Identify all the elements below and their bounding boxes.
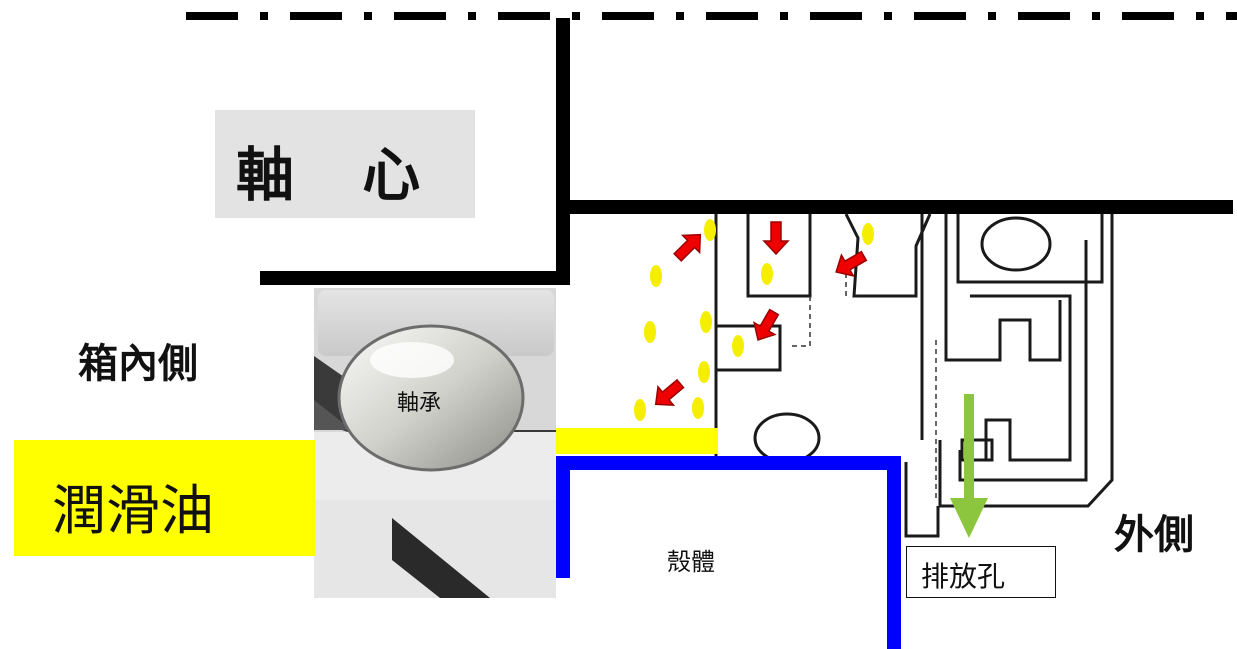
- shaft-label-box: [215, 110, 475, 218]
- oil-drop-icon: [644, 321, 656, 343]
- flow-arrows: [654, 221, 868, 406]
- labyrinth-seal: [714, 213, 1114, 538]
- oil-drop-icon: [761, 263, 773, 285]
- oil-drop-icon: [634, 399, 646, 421]
- seal-o-rings: [753, 216, 1052, 464]
- bearing-photo: [314, 288, 556, 598]
- oil-drop-icon: [732, 335, 744, 357]
- red-arrow-icon: [673, 233, 702, 262]
- drain-hole-label-box: [906, 546, 1056, 598]
- oil-drop-icon: [650, 265, 662, 287]
- green-down-arrow-icon: [950, 394, 988, 538]
- red-arrow-icon: [762, 221, 790, 256]
- drain-hole-label: 排放孔: [921, 560, 1006, 593]
- red-arrow-icon: [835, 250, 868, 278]
- oil-drops: [634, 219, 874, 421]
- housing-label: 殼體: [667, 548, 715, 576]
- oil-drop-icon: [700, 311, 712, 333]
- oil-drop-icon: [862, 223, 874, 245]
- oil-drop-icon: [704, 219, 716, 241]
- lubricant-film: [556, 428, 718, 454]
- inner-side-label: 箱內側: [78, 341, 198, 387]
- red-arrow-icon: [654, 378, 685, 406]
- oil-drop-icon: [698, 361, 710, 383]
- red-arrow-icon: [752, 308, 780, 341]
- outer-side-label: 外側: [1114, 512, 1194, 558]
- housing-outline: [556, 456, 901, 649]
- lubricant-label: 潤滑油: [52, 479, 214, 542]
- lubricant-label-box: [14, 440, 315, 556]
- bearing-label: 軸承: [397, 391, 442, 416]
- shaft-label: 軸 心: [236, 141, 445, 209]
- oil-drop-icon: [692, 397, 704, 419]
